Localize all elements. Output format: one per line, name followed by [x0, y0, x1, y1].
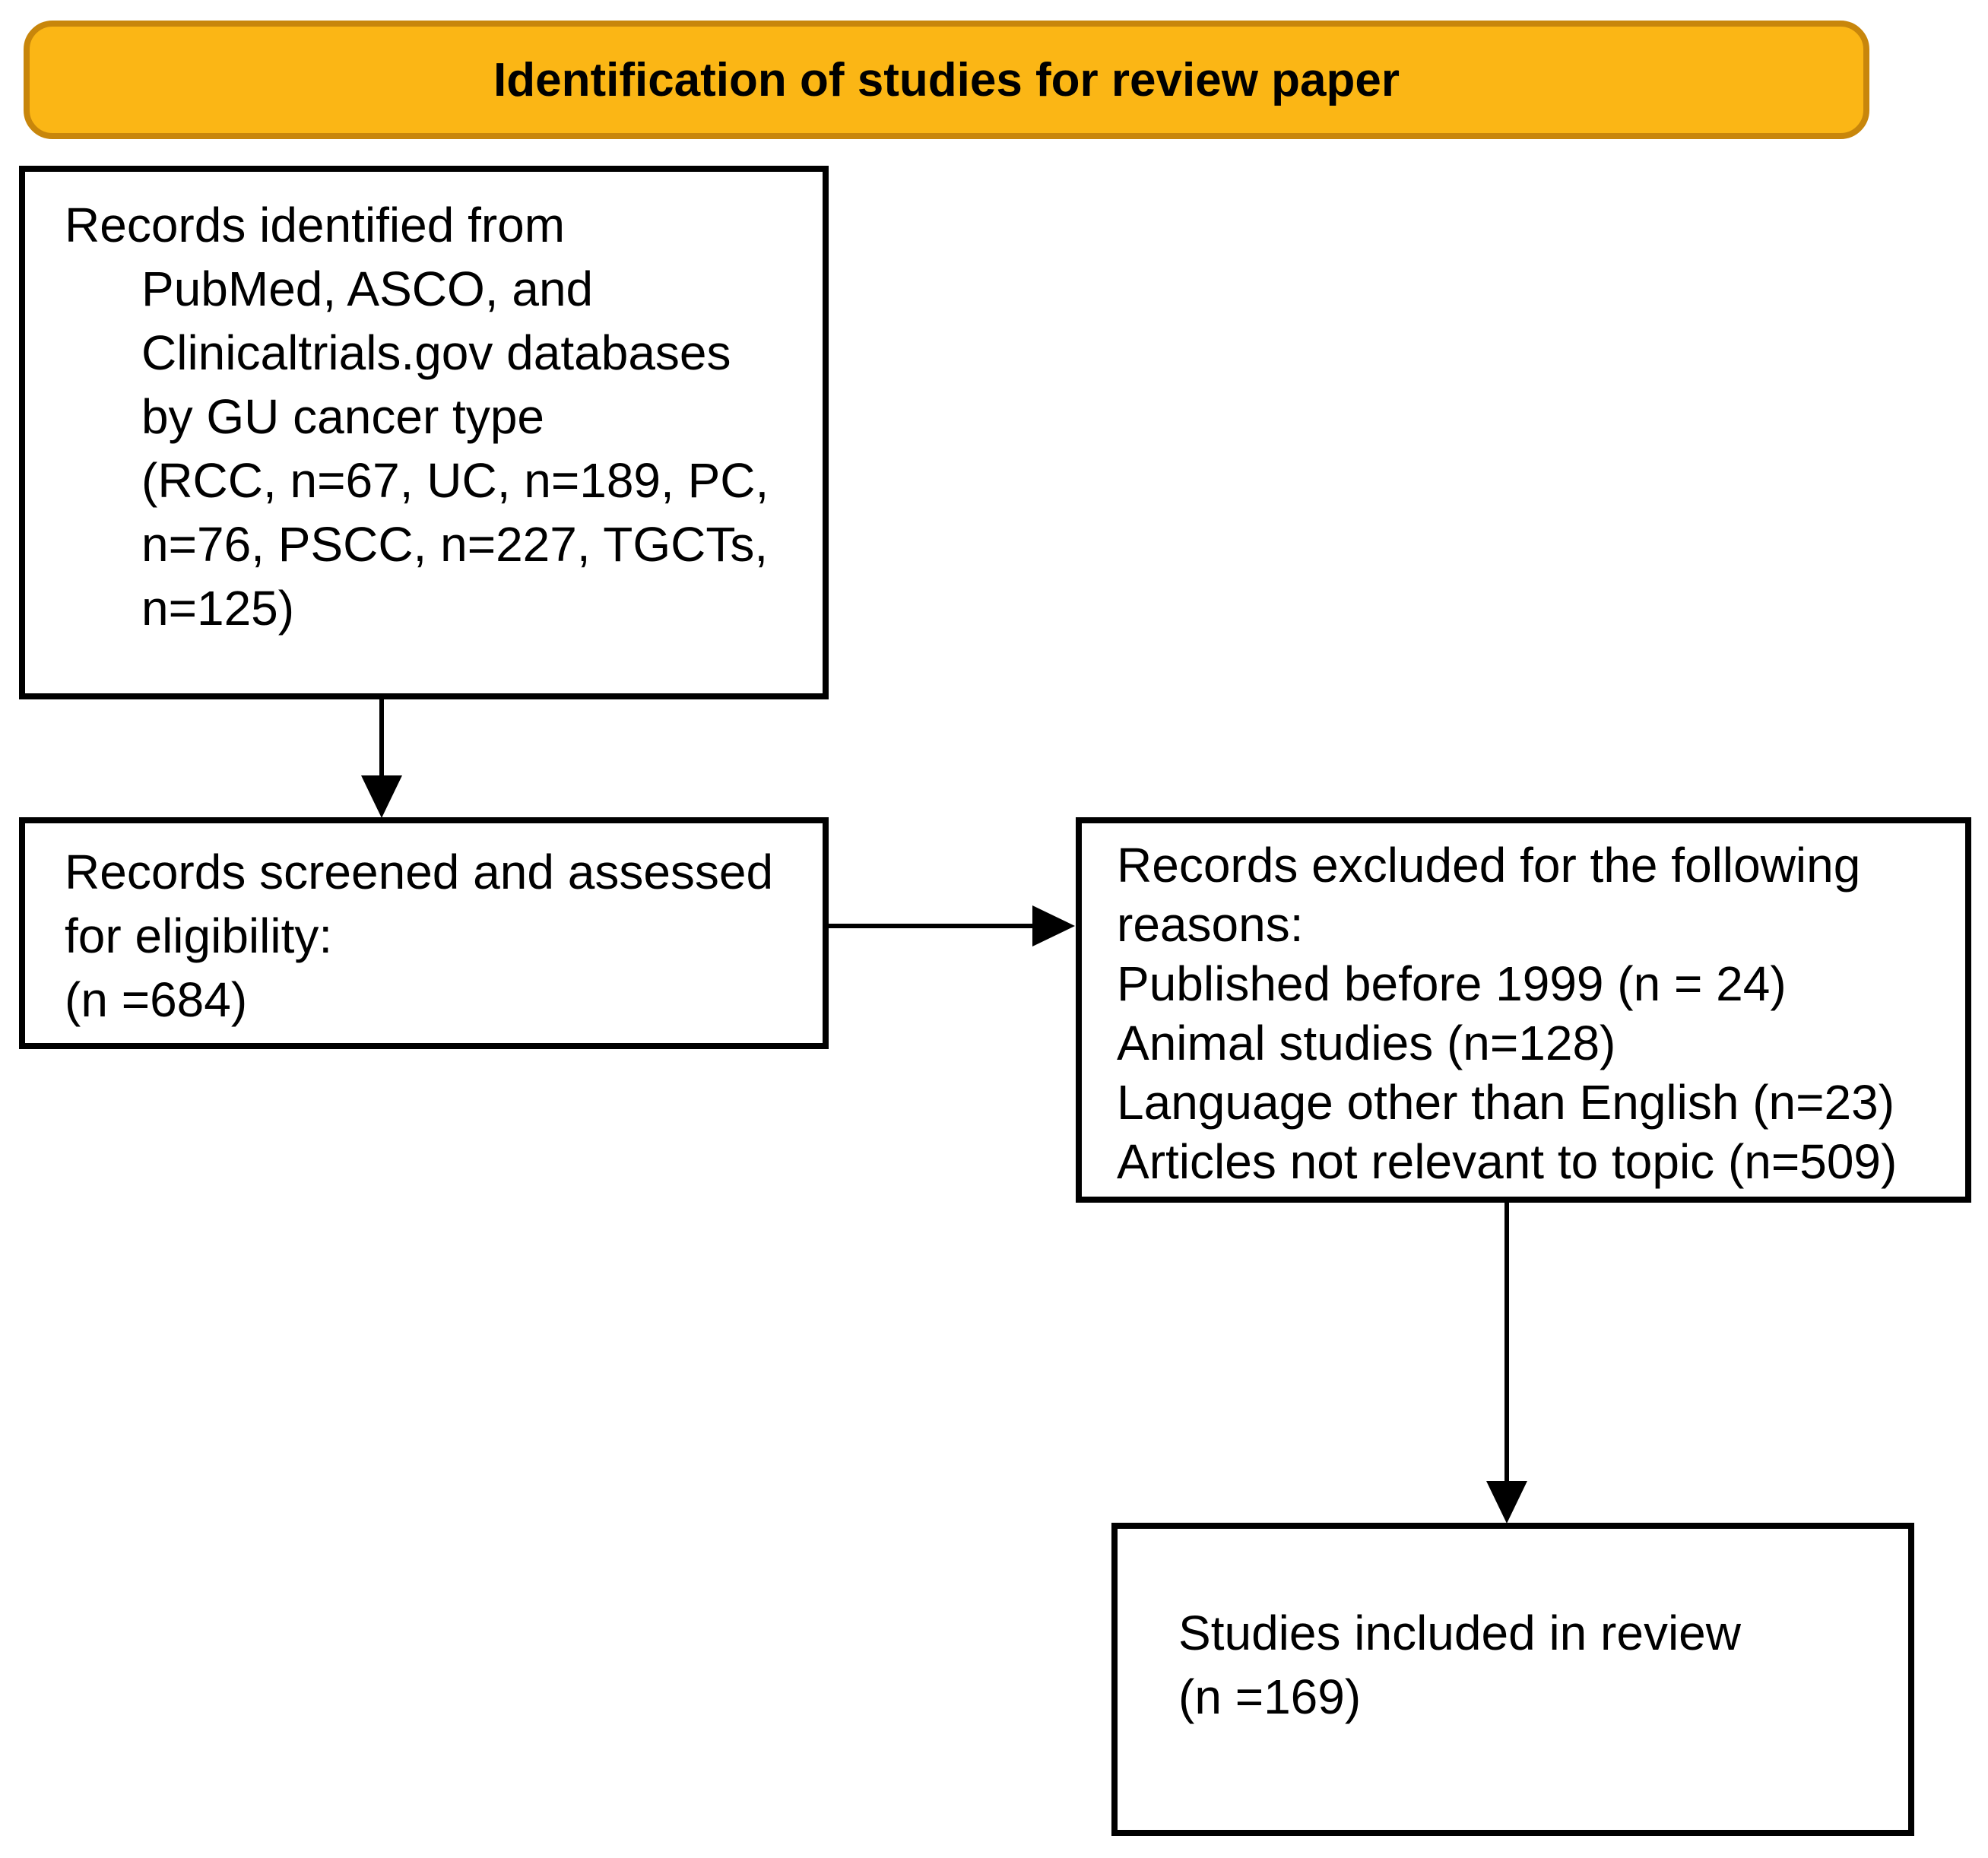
arrowhead-right-icon — [1032, 905, 1075, 946]
box-records-excluded-text: Records excluded for the following reaso… — [1117, 838, 1898, 1189]
arrowhead-down-icon — [361, 775, 402, 818]
box-studies-included-text: Studies included in review (n =169) — [1178, 1606, 1741, 1724]
arrow-line — [1504, 1201, 1509, 1485]
box-records-identified: Records identified from PubMed, ASCO, an… — [19, 166, 829, 699]
box-studies-included: Studies included in review (n =169) — [1111, 1523, 1914, 1836]
box-records-excluded: Records excluded for the following reaso… — [1076, 817, 1971, 1203]
title-banner: Identification of studies for review pap… — [24, 21, 1869, 139]
arrowhead-down-icon — [1486, 1481, 1527, 1523]
arrow-line — [379, 698, 384, 780]
title-banner-text: Identification of studies for review pap… — [493, 53, 1400, 106]
box-records-identified-text: Records identified from PubMed, ASCO, an… — [65, 198, 769, 636]
box-records-screened-text: Records screened and assessed for eligib… — [65, 845, 774, 1027]
box-records-screened: Records screened and assessed for eligib… — [19, 817, 829, 1049]
arrow-line — [827, 924, 1036, 928]
